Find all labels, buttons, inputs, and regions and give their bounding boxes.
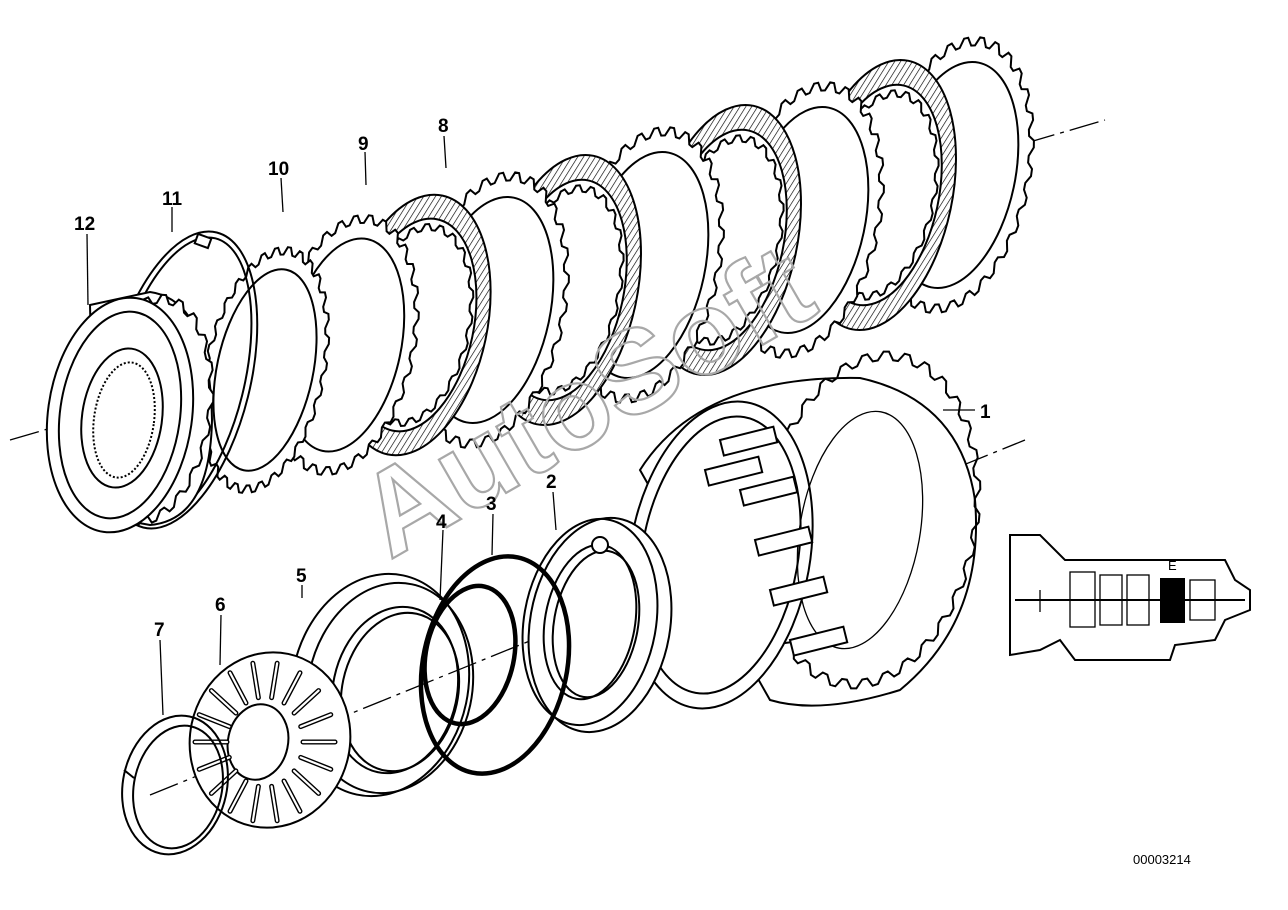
drum-slot [768,575,829,607]
callout-9: 9 [358,134,369,155]
callout-2: 2 [546,472,557,493]
leader-lines [86,135,975,716]
transmission-inset: E [1009,534,1251,661]
inset-label: E [1168,558,1177,573]
callout-6: 6 [215,595,226,616]
clutch-drum-1 [626,350,982,710]
callout-8: 8 [438,116,449,137]
callout-labels: 1 2 3 4 5 6 7 8 9 10 11 12 [74,116,991,641]
callout-12: 12 [74,214,95,235]
callout-11: 11 [162,189,183,210]
callout-10: 10 [268,159,289,180]
hub-12 [45,290,215,534]
callout-3: 3 [486,494,497,515]
callout-5: 5 [296,566,307,587]
callout-1: 1 [980,402,991,423]
drum-slot [753,525,814,557]
reference-number: 00003214 [1133,852,1191,867]
drum-slot [703,455,764,487]
drum-slot [718,425,779,457]
seal-ring-4 [422,583,518,727]
spring-plate-6 [188,651,352,829]
snap-ring-7 [121,714,229,856]
callout-7: 7 [154,620,165,641]
clutch-plate-stack [199,36,1035,494]
clutch-plate [199,246,331,494]
drum-slot [738,475,799,507]
drum-slot [788,625,849,657]
callout-4: 4 [436,512,447,533]
